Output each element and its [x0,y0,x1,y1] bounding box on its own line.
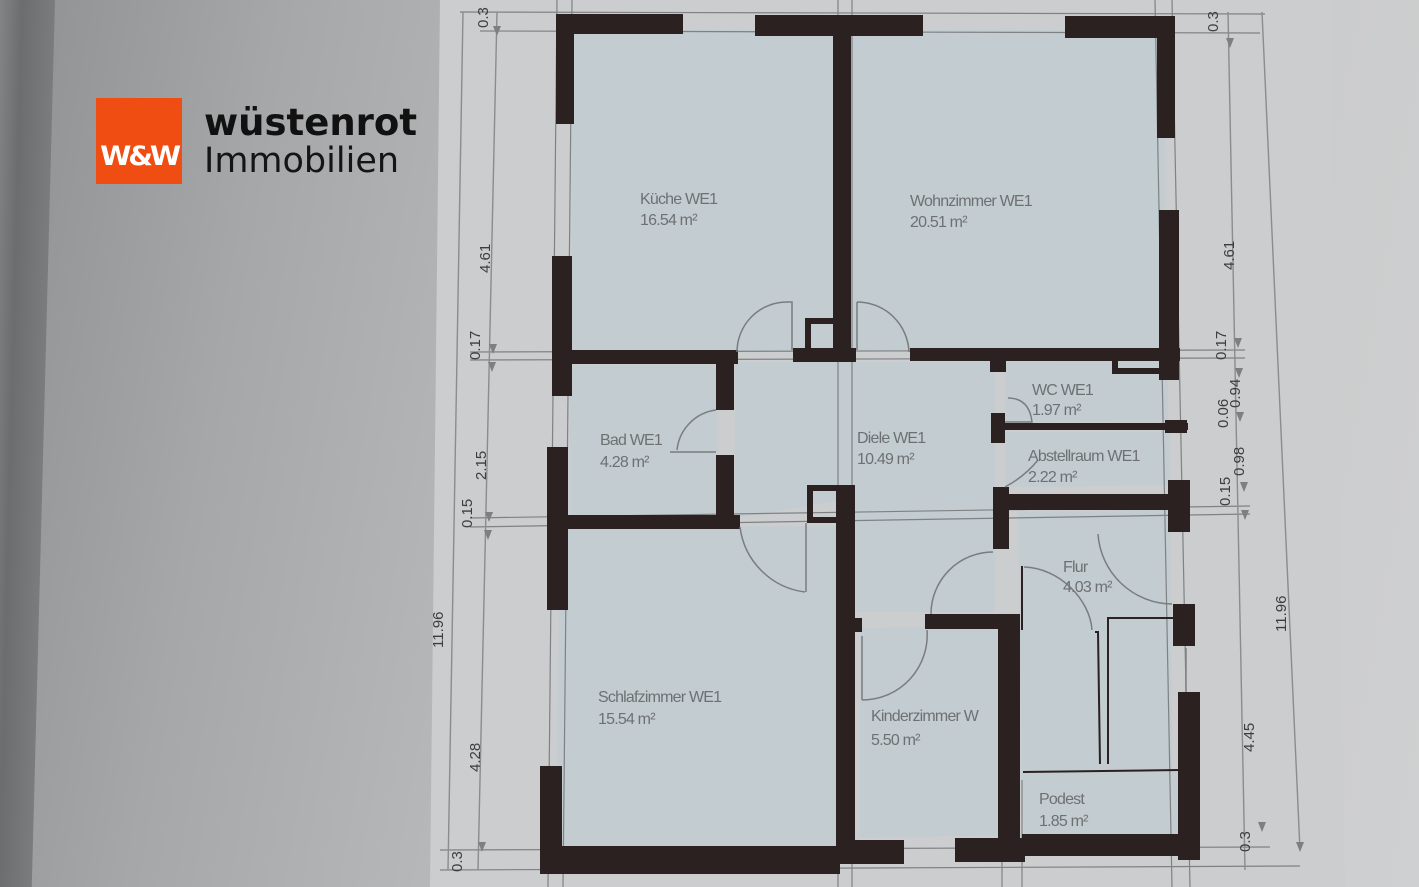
dim-left-top-wall: 0.3 [475,7,492,28]
room-area-kinderzimmer: 5.50 m² [871,732,921,749]
dim-right-total: 11.96 [1273,596,1290,632]
dim-left-total: 11.96 [430,612,447,648]
room-area-abstellraum: 2.22 m² [1028,469,1078,486]
dim-right-bottom-wall: 0.3 [1237,831,1254,852]
dim-right-abstellraum: 0.98 [1231,447,1248,476]
dimensions-right: 0.3 4.61 0.17 0.94 0.06 0.98 0.15 4.45 0… [1205,11,1290,852]
room-name-bad: Bad WE1 [600,432,663,449]
brand-name: wüstenrot [204,100,418,144]
dim-right-wall-3: 0.15 [1217,477,1234,506]
dimension-lines-left [447,11,501,871]
room-area-bad: 4.28 m² [600,454,650,471]
dim-left-wall-2: 0.15 [459,499,476,528]
room-fills [556,30,1182,850]
dim-right-top-wall: 0.3 [1205,11,1222,32]
dim-left-bottom-wall: 0.3 [449,851,466,872]
dim-right-wall-1: 0.17 [1213,331,1230,360]
room-name-wc: WC WE1 [1032,382,1094,399]
room-area-kueche: 16.54 m² [640,212,698,229]
ww-logo-mark: W&W [96,98,182,184]
dim-right-flur: 4.45 [1241,723,1258,752]
dim-right-wall-2: 0.06 [1215,399,1232,428]
dim-left-wall-1: 0.17 [467,331,484,360]
dimension-lines-right [1226,11,1304,871]
wuestenrot-logo: W&W wüstenrot Immobilien [96,98,417,184]
room-area-diele: 10.49 m² [857,451,915,468]
room-area-wc: 1.97 m² [1032,402,1082,419]
ww-logo-text: W&W [100,141,181,172]
logo-wordmark: wüstenrot Immobilien [204,104,417,179]
door-swings [670,301,1173,701]
room-area-schlafzimmer: 15.54 m² [598,711,656,728]
room-name-flur: Flur [1063,559,1089,576]
room-name-wohnzimmer: Wohnzimmer WE1 [910,193,1033,210]
room-name-schlafzimmer: Schlafzimmer WE1 [598,689,722,706]
room-name-kinderzimmer: Kinderzimmer W [871,708,980,725]
stair-outline [1021,566,1187,773]
room-name-abstellraum: Abstellraum WE1 [1028,448,1140,465]
dim-left-bad: 2.15 [473,451,490,480]
room-area-wohnzimmer: 20.51 m² [910,214,968,231]
dim-left-schlafzimmer: 4.28 [467,743,484,772]
walls [540,14,1200,874]
room-name-podest: Podest [1039,791,1085,808]
room-name-diele: Diele WE1 [857,430,926,447]
room-name-kueche: Küche WE1 [640,191,718,208]
room-area-podest: 1.85 m² [1039,813,1089,830]
dimensions-left: 0.3 4.61 0.17 2.15 0.15 4.28 0.3 11.96 [430,7,494,872]
brand-subtitle: Immobilien [204,140,400,181]
room-area-flur: 4.03 m² [1063,579,1113,596]
dim-right-wohnzimmer: 4.61 [1221,241,1238,270]
dim-left-kueche: 4.61 [477,244,494,273]
room-labels: Küche WE1 16.54 m² Wohnzimmer WE1 20.51 … [598,191,1141,830]
dim-right-wc: 0.94 [1227,379,1244,408]
